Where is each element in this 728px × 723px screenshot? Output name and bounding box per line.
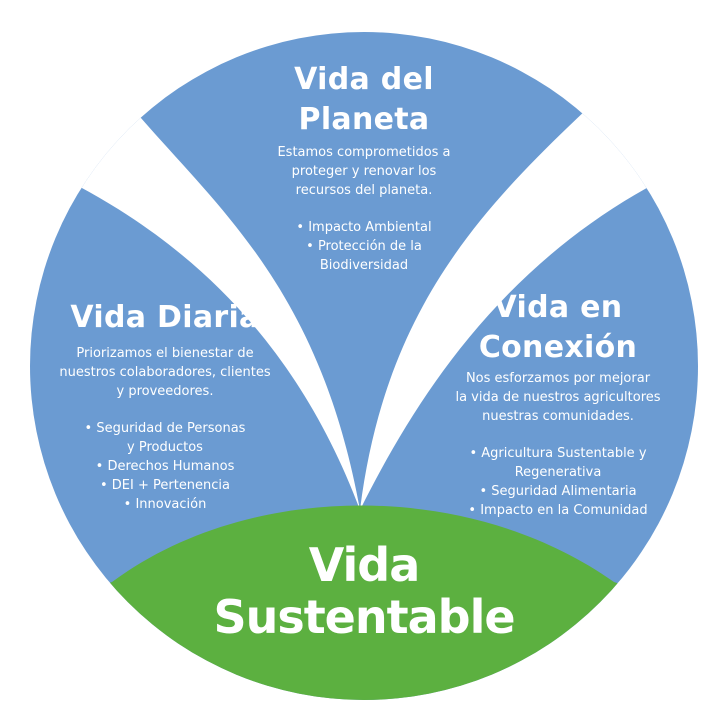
diaria-title: Vida Diaria xyxy=(70,300,260,335)
conexion-title-line2: Conexión xyxy=(478,330,638,365)
conexion-desc-line: nuestras comunidades. xyxy=(482,409,634,424)
planeta-title-line2: Planeta xyxy=(298,102,430,137)
diaria-desc-line: Priorizamos el bienestar de xyxy=(76,346,254,361)
diaria-description: Priorizamos el bienestar de nuestros col… xyxy=(35,344,295,401)
sustentable-title: Vida Sustentable xyxy=(194,539,534,643)
conexion-bullet-seguridad: Seguridad Alimentaria xyxy=(428,482,688,501)
planeta-bullet-biodiversidad: Protección de la Biodiversidad xyxy=(244,237,484,275)
planeta-desc-line: Estamos comprometidos a xyxy=(277,145,451,160)
conexion-bullet-agricultura: Agricultura Sustentable y Regenerativa xyxy=(428,444,688,482)
conexion-bullet-impacto: Impacto en la Comunidad xyxy=(428,501,688,520)
conexion-description: Nos esforzamos por mejorar la vida de nu… xyxy=(428,369,688,426)
diaria-bullet-innovacion: Innovación xyxy=(40,495,290,514)
conexion-title-line1: Vida en xyxy=(493,290,623,325)
planeta-title: Vida del Planeta xyxy=(244,60,484,140)
conexion-desc-line: Nos esforzamos por mejorar xyxy=(465,371,651,386)
diaria-desc-line: nuestros colaboradores, clientes xyxy=(59,365,271,380)
planeta-bullet-impacto: Impacto Ambiental xyxy=(244,218,484,237)
conexion-desc-line: la vida de nuestros agricultores xyxy=(455,390,661,405)
diaria-bullets: Seguridad de Personas y Productos Derech… xyxy=(40,419,290,514)
sustentable-title-line1: Vida xyxy=(308,538,421,592)
planeta-desc-line: proteger y renovar los xyxy=(291,164,437,179)
diaria-bullet-derechos: Derechos Humanos xyxy=(40,457,290,476)
diaria-bullet-dei: DEI + Pertenencia xyxy=(40,476,290,495)
planeta-desc-line: recursos del planeta. xyxy=(295,183,433,198)
diaria-desc-line: y proveedores. xyxy=(116,384,214,399)
sustentable-title-line2: Sustentable xyxy=(213,590,515,644)
conexion-title: Vida en Conexión xyxy=(438,288,678,368)
planeta-bullets: Impacto Ambiental Protección de la Biodi… xyxy=(244,218,484,275)
conexion-bullets: Agricultura Sustentable y Regenerativa S… xyxy=(428,444,688,520)
planeta-description: Estamos comprometidos a proteger y renov… xyxy=(244,143,484,200)
planeta-title-line1: Vida del xyxy=(294,62,434,97)
diaria-bullet-seguridad: Seguridad de Personas y Productos xyxy=(40,419,290,457)
